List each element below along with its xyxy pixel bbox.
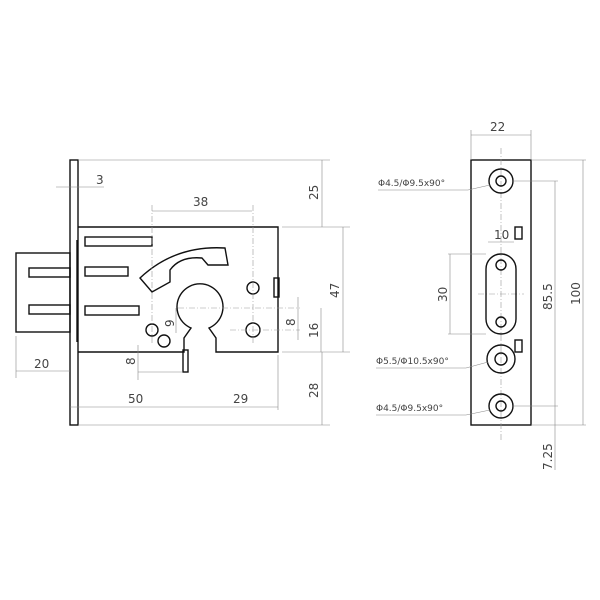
hole	[495, 316, 507, 328]
callout-top-hole: Φ4.5/Φ9.5x90°	[378, 179, 445, 189]
small-tab	[514, 226, 523, 240]
lock-body	[78, 226, 279, 353]
bolt	[15, 252, 71, 333]
dim-backset: 50	[128, 392, 143, 406]
dim-height: 100	[569, 282, 583, 305]
lock-front-view: 3 38 25 47 8 16 28 20 50 29 8 9	[15, 159, 350, 426]
dim-body-height: 47	[328, 283, 342, 298]
body-slot	[84, 266, 129, 277]
small-tab	[514, 339, 523, 353]
dimension-lines	[15, 159, 350, 426]
callout-middle-hole: Φ5.5/Φ10.5x90°	[376, 357, 449, 367]
countersunk-hole	[486, 344, 516, 374]
callout-bottom-hole: Φ4.5/Φ9.5x90°	[376, 404, 443, 414]
bolt-slot	[28, 304, 71, 315]
side-tab	[273, 277, 280, 298]
hole	[157, 334, 171, 348]
dimension-lines	[376, 130, 586, 470]
strike-plate-view: 22 10 30 85.5 100 7.25 Φ4.5/Φ9.5x90° Φ5.…	[376, 120, 586, 470]
dim-bolt-projection: 20	[34, 357, 49, 371]
dim-slot-width: 10	[494, 228, 509, 242]
dim-small-offset-9: 9	[163, 319, 177, 327]
hole	[495, 259, 507, 271]
dim-bottom-offset: 28	[307, 383, 321, 398]
lower-tab	[182, 349, 189, 373]
dim-hole-spacing: 85.5	[541, 283, 555, 310]
body-slot	[84, 305, 140, 316]
bolt-slot	[28, 267, 71, 278]
body-slot	[84, 236, 153, 247]
dim-hole-spacing: 8	[284, 318, 298, 326]
dim-cam-distance: 38	[193, 195, 208, 209]
cam	[139, 247, 229, 293]
dim-width: 22	[490, 120, 505, 134]
dim-slot-length: 30	[436, 287, 450, 302]
dim-rear-length: 29	[233, 392, 248, 406]
dim-top-offset: 25	[307, 185, 321, 200]
dim-faceplate-thickness: 3	[96, 173, 104, 187]
dim-end-offset: 7.25	[541, 443, 555, 470]
dim-small-offset-8: 8	[124, 357, 138, 365]
bolt-slot	[485, 253, 517, 335]
dim-hole-offset: 16	[307, 323, 321, 338]
